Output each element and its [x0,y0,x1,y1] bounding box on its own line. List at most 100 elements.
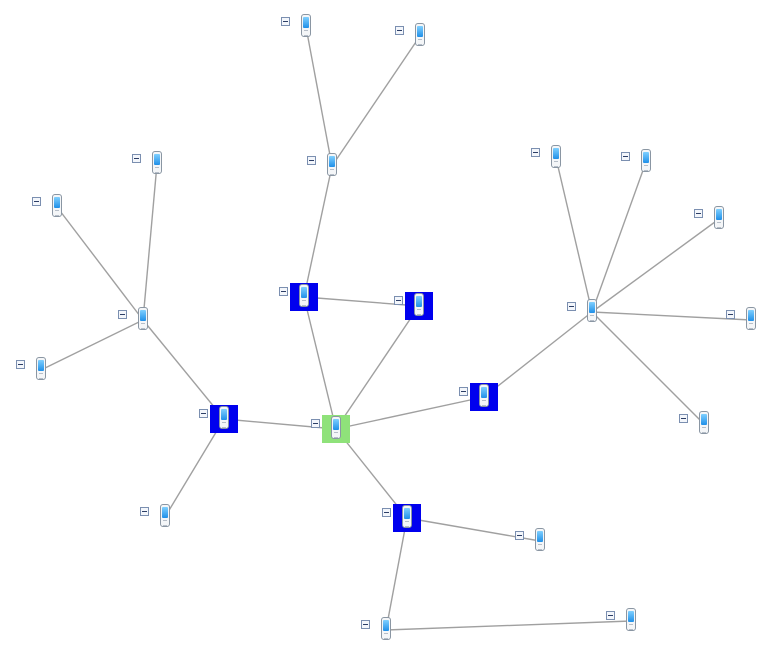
phone-screen [329,156,335,167]
collapse-toggle-icon[interactable] [679,414,688,423]
node-top-2[interactable] [395,22,434,50]
edge-mid-top-top-1 [305,26,333,167]
mobile-phone-icon [331,416,341,439]
phone-screen [481,387,487,398]
phone-screen [643,152,649,163]
mobile-phone-icon [299,284,309,307]
mobile-phone-icon [138,307,148,330]
phone-keypad [590,315,594,321]
node-hub-bottom[interactable] [382,504,421,532]
mobile-phone-icon [36,357,46,380]
phone-keypad [538,544,542,550]
edge-mid-right-right-5 [591,311,705,425]
node-top-1[interactable] [281,13,320,41]
edge-hub-left-left-bottom [164,418,225,518]
phone-keypad [405,521,409,527]
collapse-toggle-icon[interactable] [307,156,316,165]
collapse-toggle-icon[interactable] [394,296,403,305]
collapse-toggle-icon[interactable] [16,360,25,369]
collapse-toggle-icon[interactable] [279,287,288,296]
collapse-toggle-icon[interactable] [531,148,540,157]
phone-keypad [749,323,753,329]
node-bottom-2[interactable] [606,607,645,635]
phone-screen [38,360,44,371]
collapse-toggle-icon[interactable] [459,387,468,396]
node-right-4[interactable] [726,306,765,334]
collapse-toggle-icon[interactable] [281,17,290,26]
node-left-1[interactable] [132,150,171,178]
mobile-phone-icon [746,307,756,330]
phone-screen [404,508,410,519]
phone-screen [301,287,307,298]
node-left-2[interactable] [32,193,71,221]
collapse-toggle-icon[interactable] [140,507,149,516]
phone-keypad [141,323,145,329]
collapse-toggle-icon[interactable] [621,152,630,161]
phone-keypad [417,309,421,315]
phone-keypad [384,633,388,639]
phone-screen [416,296,422,307]
phone-screen [589,302,595,313]
edge-bottom-mid-bottom-2 [385,620,632,631]
edge-root-hub-bottom [335,428,408,519]
phone-screen [748,310,754,321]
mobile-phone-icon [551,145,561,168]
collapse-toggle-icon[interactable] [311,419,320,428]
edge-hub-left-mid-left [142,319,225,420]
node-bottom-mid[interactable] [361,616,400,644]
collapse-toggle-icon[interactable] [118,310,127,319]
node-right-1[interactable] [531,144,570,172]
node-left-bottom[interactable] [140,503,179,531]
node-right-2[interactable] [621,148,660,176]
edge-mid-right-right-4 [591,311,752,321]
collapse-toggle-icon[interactable] [726,310,735,319]
node-hub-left[interactable] [199,405,238,433]
phone-screen [383,620,389,631]
phone-keypad [163,520,167,526]
phone-keypad [330,169,334,175]
phone-keypad [304,30,308,36]
mobile-phone-icon [152,151,162,174]
edge-root-hub-right [335,396,485,430]
collapse-toggle-icon[interactable] [382,508,391,517]
collapse-toggle-icon[interactable] [567,302,576,311]
edge-mid-left-left-2 [56,206,144,321]
node-mid-top[interactable] [307,152,346,180]
edge-root-hub-top [303,296,337,430]
node-hub-right[interactable] [459,383,498,411]
phone-keypad [418,39,422,45]
phone-keypad [334,432,338,438]
phone-screen [221,409,227,420]
node-root[interactable] [311,415,350,443]
mobile-phone-icon [535,528,545,551]
collapse-toggle-icon[interactable] [606,611,615,620]
collapse-toggle-icon[interactable] [132,154,141,163]
edge-mid-right-right-2 [591,161,647,313]
collapse-toggle-icon[interactable] [199,409,208,418]
node-left-3[interactable] [16,356,55,384]
phone-keypad [39,373,43,379]
collapse-toggle-icon[interactable] [361,620,370,629]
node-right-3[interactable] [694,205,733,233]
collapse-toggle-icon[interactable] [515,531,524,540]
collapse-toggle-icon[interactable] [32,197,41,206]
mobile-phone-icon [219,406,229,429]
collapse-toggle-icon[interactable] [694,209,703,218]
node-hub-topright[interactable] [394,292,433,320]
edge-hub-top-mid-top [303,165,333,298]
phone-keypad [55,210,59,216]
phone-screen [54,197,60,208]
node-bottom-1[interactable] [515,527,554,555]
edge-hub-right-mid-right [483,311,593,398]
node-mid-right[interactable] [567,298,606,326]
node-mid-left[interactable] [118,306,157,334]
node-hub-top[interactable] [279,283,318,311]
node-right-5[interactable] [679,410,718,438]
phone-screen [628,611,634,622]
phone-screen [553,148,559,159]
collapse-toggle-icon[interactable] [395,26,404,35]
phone-keypad [717,222,721,228]
phone-keypad [702,427,706,433]
mobile-phone-icon [415,23,425,46]
